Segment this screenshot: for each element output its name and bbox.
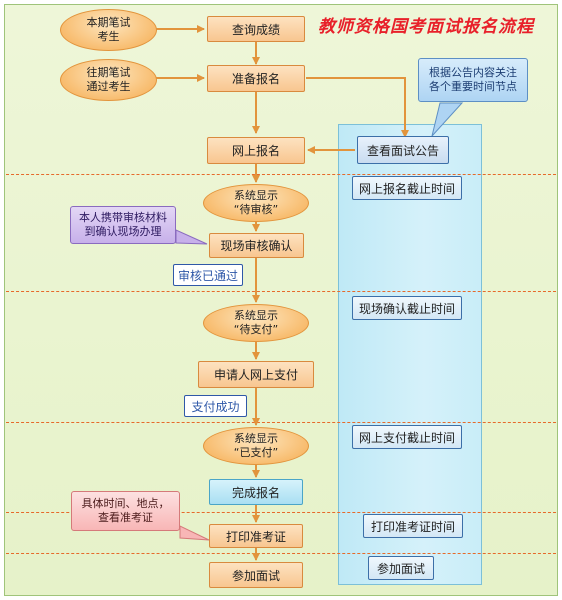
- node-line: 通过考生: [86, 80, 131, 93]
- online-reg-deadline-node: 网上报名截止时间: [352, 176, 462, 200]
- node-line: 系统显示: [234, 432, 278, 445]
- review-passed-label: 审核已通过: [173, 264, 243, 286]
- stage-divider: [6, 422, 556, 423]
- onsite-confirm-deadline-node: 现场确认截止时间: [352, 296, 462, 320]
- stage-divider: [6, 512, 556, 513]
- node-line: “已支付”: [233, 446, 279, 459]
- timeline-column: [338, 124, 482, 585]
- node-line: 本期笔试: [86, 16, 131, 29]
- callout-line: 到确认现场办理: [84, 225, 162, 238]
- pending-review-node: 系统显示 “待审核”: [203, 184, 309, 222]
- onsite-review-node: 现场审核确认: [209, 233, 304, 258]
- stage-divider: [6, 291, 556, 292]
- print-ticket-time-node: 打印准考证时间: [363, 514, 463, 538]
- print-ticket-node: 打印准考证: [209, 524, 303, 548]
- callout-line: 各个重要时间节点: [429, 80, 517, 93]
- previous-candidates-node: 往期笔试 通过考生: [60, 59, 157, 101]
- check-score-node: 查询成绩: [207, 16, 305, 42]
- callout-line: 根据公告内容关注: [429, 66, 517, 79]
- applicant-payment-node: 申请人网上支付: [198, 361, 314, 388]
- current-candidates-node: 本期笔试 考生: [60, 9, 157, 51]
- onsite-callout: 本人携带审核材料 到确认现场办理: [70, 206, 176, 244]
- callout-line: 查看准考证: [98, 511, 153, 524]
- ticket-callout: 具体时间、地点， 查看准考证: [71, 491, 180, 531]
- node-line: 系统显示: [234, 189, 278, 202]
- complete-registration-node: 完成报名: [209, 479, 303, 505]
- payment-success-label: 支付成功: [184, 395, 247, 417]
- callout-line: 具体时间、地点，: [81, 497, 170, 510]
- check-announcement-node: 查看面试公告: [357, 136, 449, 164]
- node-line: “待支付”: [233, 323, 279, 336]
- prepare-registration-node: 准备报名: [207, 65, 305, 92]
- flowchart-title: 教师资格国考面试报名流程: [318, 17, 534, 37]
- stage-divider: [6, 553, 556, 554]
- announcement-callout: 根据公告内容关注 各个重要时间节点: [418, 58, 528, 102]
- node-line: 系统显示: [234, 309, 278, 322]
- stage-divider: [6, 174, 556, 175]
- online-registration-node: 网上报名: [207, 137, 305, 164]
- paid-node: 系统显示 “已支付”: [203, 427, 309, 465]
- online-pay-deadline-node: 网上支付截止时间: [352, 425, 462, 449]
- node-line: 往期笔试: [86, 66, 131, 79]
- node-line: 考生: [97, 30, 120, 43]
- attend-interview-node: 参加面试: [209, 562, 303, 588]
- pending-payment-node: 系统显示 “待支付”: [203, 304, 309, 342]
- callout-line: 本人携带审核材料: [79, 211, 167, 224]
- node-line: “待审核”: [233, 203, 279, 216]
- timeline-attend-interview-node: 参加面试: [368, 556, 434, 580]
